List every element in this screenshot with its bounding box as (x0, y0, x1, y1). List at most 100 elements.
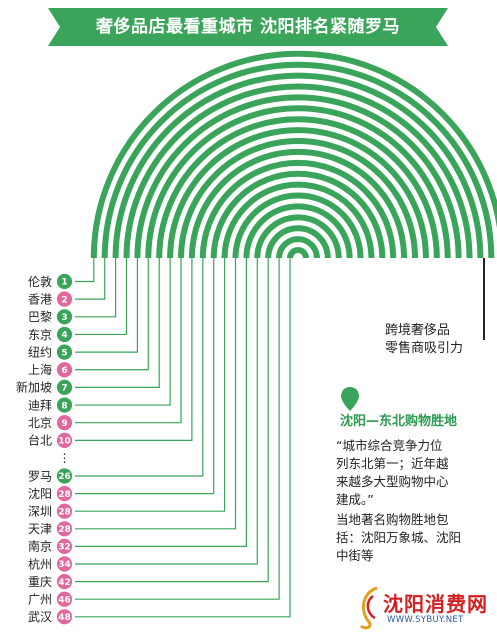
location-callout: 沈阳—东北购物胜地 “城市综合竞争力位 列东北第一；近年越 来越多大型购物中心 … (336, 387, 494, 565)
city-label-10: 台北 (28, 433, 52, 448)
city-label-6: 上海 (28, 362, 52, 377)
ring-arc-6 (145, 105, 451, 259)
city-label-2: 香港 (28, 292, 52, 306)
rank-badge-18 (56, 591, 73, 607)
annotation-line-1: 跨境奢侈品 (385, 323, 451, 338)
ring-arc-2 (101, 61, 495, 259)
leader-line-15 (75, 258, 247, 548)
rank-badge-5 (56, 344, 73, 360)
rank-badge-8 (56, 397, 73, 413)
city-label-5: 纽约 (28, 344, 52, 359)
location-quote: “城市综合竞争力位 列东北第一；近年越 来越多大型购物中心 建成。” (336, 437, 494, 509)
chart-annotation: 跨境奢侈品 零售商吸引力 (385, 322, 490, 358)
rank-badge-4 (56, 326, 73, 343)
banner-ribbon-shape (48, 8, 448, 46)
rank-badge-1 (56, 273, 73, 290)
rank-number-1: 1 (61, 278, 67, 288)
city-label-17: 重庆 (28, 575, 52, 589)
ring-arc-14 (232, 192, 364, 259)
rank-number-16: 34 (58, 560, 71, 570)
leader-line-3 (75, 258, 117, 318)
rank-number-15: 32 (58, 543, 71, 553)
ring-arc-3 (112, 72, 484, 259)
watermark-swirl-icon (359, 586, 378, 630)
rank-number-12: 28 (58, 490, 71, 500)
rank-badge-2 (56, 291, 73, 307)
ring-arc-9 (178, 138, 418, 259)
rank-number-9: 9 (61, 419, 67, 429)
desc-line-1: 当地著名购物胜地包 (336, 512, 449, 527)
ring-arc-17 (265, 225, 331, 259)
ring-arc-7 (156, 116, 440, 259)
city-label-3: 巴黎 (28, 310, 52, 324)
leader-line-17 (75, 258, 269, 583)
rank-badge-19 (56, 609, 73, 625)
rank-badge-11 (56, 468, 73, 484)
leader-line-18 (75, 258, 280, 600)
annotation-line-2: 零售商吸引力 (385, 341, 464, 356)
city-label-4: 东京 (28, 328, 52, 342)
rank-badge-6 (56, 362, 73, 378)
rank-number-13: 28 (58, 507, 71, 517)
desc-line-3: 中街等 (336, 548, 374, 563)
quote-line-1: “城市综合竞争力位 (336, 438, 443, 453)
city-label-1: 伦敦 (28, 274, 52, 289)
city-label-18: 广州 (28, 593, 52, 607)
city-label-16: 杭州 (28, 556, 52, 571)
rank-badge-15 (56, 538, 73, 555)
ring-arc-11 (199, 159, 397, 259)
city-label-11: 罗马 (28, 469, 52, 483)
leader-line-12 (75, 258, 215, 495)
rank-number-3: 3 (61, 313, 67, 323)
ring-arc-4 (123, 83, 473, 259)
rank-gap-ellipsis: ⋮ (59, 451, 71, 465)
watermark-url: WWW.SYBUY.NET (387, 615, 464, 625)
location-title: 沈阳—东北购物胜地 (340, 414, 458, 429)
leader-line-1 (75, 258, 95, 283)
ring-arc-13 (221, 181, 375, 259)
leader-line-14 (75, 258, 237, 530)
rank-badge-14 (56, 521, 73, 537)
rank-badge-3 (56, 309, 73, 325)
ring-arc-16 (254, 214, 342, 259)
quote-line-2: 列东北第一；近年越 (336, 456, 449, 471)
rank-number-10: 10 (58, 437, 71, 447)
city-label-14: 天津 (28, 522, 52, 536)
rank-number-8: 8 (61, 401, 67, 411)
rank-number-5: 5 (61, 348, 67, 358)
ring-arc-10 (188, 148, 408, 259)
city-label-7: 新加坡 (16, 380, 52, 395)
watermark-text: 沈阳消费网 (383, 592, 488, 616)
leader-line-2 (75, 258, 106, 300)
leader-line-9 (75, 258, 182, 424)
quote-line-4: 建成。” (336, 492, 374, 507)
leader-line-16 (75, 258, 258, 565)
leader-line-13 (75, 258, 226, 512)
rank-badge-13 (56, 503, 73, 519)
ring-arc-18 (276, 236, 320, 259)
rank-number-4: 4 (61, 331, 67, 341)
map-pin-icon (341, 387, 359, 411)
title-banner: 奢侈品店最看重城市 沈阳排名紧随罗马 (48, 8, 448, 46)
rank-number-14: 28 (58, 525, 71, 535)
quote-line-3: 来越多大型购物中心 (336, 474, 449, 489)
rank-number-11: 26 (58, 472, 71, 482)
leader-line-11 (75, 258, 204, 477)
rank-badge-7 (56, 379, 73, 395)
rank-number-2: 2 (61, 295, 67, 305)
ring-arc-12 (210, 170, 386, 259)
watermark-logo: 沈阳消费网 WWW.SYBUY.NET (355, 582, 495, 632)
rank-badge-10 (56, 432, 73, 448)
rank-number-6: 6 (61, 366, 67, 376)
leader-line-4 (75, 258, 128, 336)
rank-badge-9 (56, 415, 73, 431)
leader-line-6 (75, 258, 149, 371)
city-label-15: 南京 (28, 539, 52, 554)
city-label-13: 深圳 (28, 505, 52, 519)
ring-arc-1 (90, 50, 497, 259)
rank-badge-12 (56, 486, 73, 502)
ring-arc-8 (167, 127, 429, 259)
ring-arc-19 (287, 247, 309, 259)
city-label-12: 沈阳 (28, 486, 52, 501)
